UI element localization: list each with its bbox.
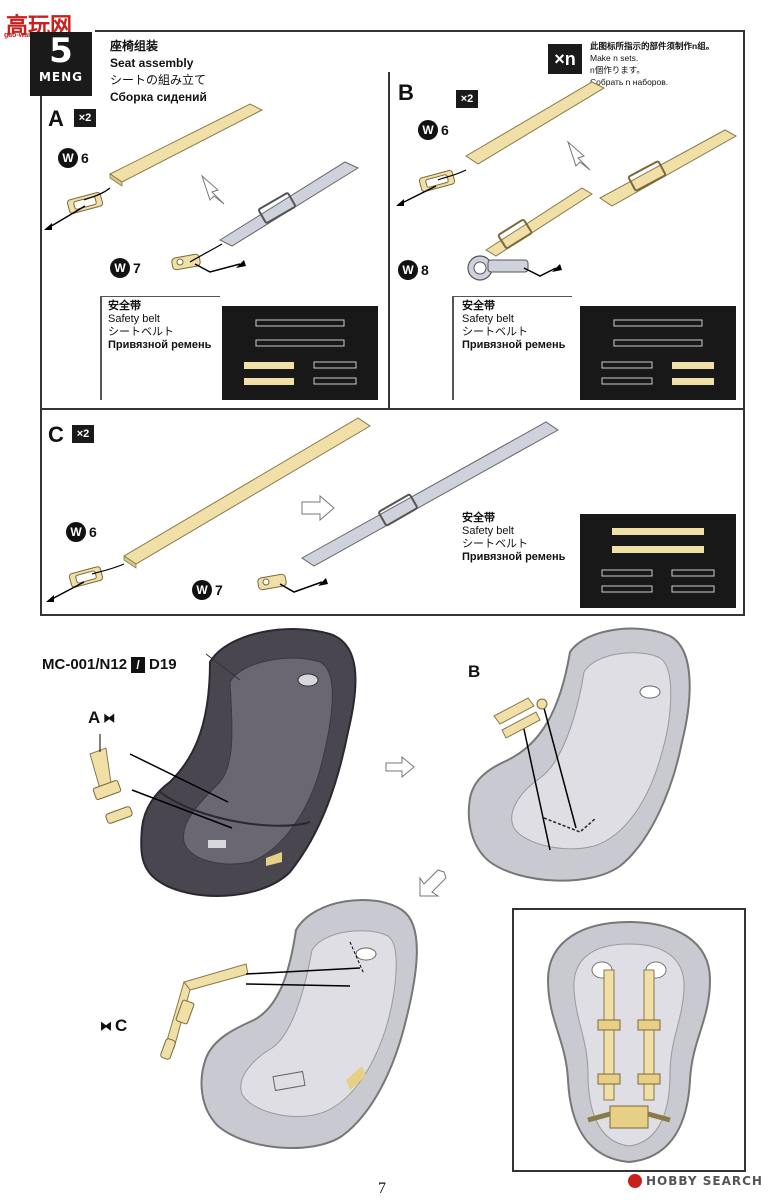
frame-top: [95, 30, 745, 32]
label-c-callout: ⧓ C: [100, 1016, 127, 1036]
frame-right: [743, 30, 745, 616]
brand-logo: MENG: [38, 70, 84, 84]
w-part-icon: W: [58, 148, 78, 168]
w6-number: 6: [81, 150, 89, 166]
buckle-w7: [171, 253, 201, 271]
section-a-diagram: [44, 103, 360, 273]
hobby-search-icon: [628, 1174, 642, 1188]
belt-strap-tan: [465, 81, 606, 165]
section-c-diagram: [46, 417, 559, 602]
section-a-letter: A: [48, 106, 64, 131]
buckle-w6: [68, 566, 104, 588]
note-zh: 此图标所指示的部件须制作n组。: [590, 41, 715, 51]
watermark-url: gao-wan.com: [4, 32, 49, 39]
symmetry-icon: ⧓: [103, 711, 116, 725]
note-ja: n個作ります。: [590, 65, 645, 75]
section-b-letter: B: [398, 80, 414, 105]
arrow-icon: [200, 174, 225, 205]
photo-etch-sheet-b: [580, 306, 736, 400]
w-part-icon: W: [110, 258, 130, 278]
legend-b: 安全带 Safety belt シートベルト Привязной ремень: [462, 300, 566, 351]
belt-assembly-a: [89, 734, 133, 824]
label-a-callout: A ⧓: [88, 708, 115, 728]
arrow-icon: [301, 494, 335, 522]
w6-number: 6: [89, 524, 97, 540]
step-title: 座椅组装 Seat assembly シートの組み立て Сборка сиден…: [110, 38, 207, 106]
result-view-frame: [512, 908, 746, 1172]
belt-assembly-b: [493, 697, 548, 739]
multiply-n-badge: ×n: [548, 44, 582, 74]
w7-number: 7: [215, 582, 223, 598]
w-part-icon: W: [418, 120, 438, 140]
paint-callout: MC-001/N12 / D19: [42, 656, 177, 673]
title-en: Seat assembly: [110, 56, 194, 70]
legend-a: 安全带 Safety belt シートベルト Привязной ремень: [108, 300, 212, 351]
section-c-letter: C: [48, 422, 64, 447]
buckle-w7: [257, 573, 287, 591]
photo-etch-sheet-c: [580, 514, 736, 608]
title-ja: シートの組み立て: [110, 73, 207, 87]
belt-assembly-c: [160, 963, 361, 1060]
buckle-w6: [418, 170, 456, 192]
w7-number: 7: [133, 260, 141, 276]
arrow-icon: [385, 756, 415, 778]
title-ru: Сборка сидений: [110, 90, 207, 104]
w-part-icon: W: [192, 580, 212, 600]
paint-brush-icon: /: [131, 656, 146, 673]
w6-number: 6: [441, 122, 449, 138]
w-part-icon: W: [66, 522, 86, 542]
belt-strap-grey: [301, 421, 559, 567]
section-b-multiplier: ×2: [456, 90, 478, 108]
label-a: A: [88, 708, 101, 727]
note-en: Make n sets.: [590, 53, 639, 63]
label-c: C: [115, 1016, 128, 1035]
arrow-icon: [419, 869, 447, 897]
belt-strap-grey: [218, 161, 360, 247]
step-number: 5: [49, 31, 73, 71]
multiply-n-note: 此图标所指示的部件须制作n组。 Make n sets. n個作ります。 Соб…: [590, 40, 714, 88]
symmetry-icon: ⧓: [100, 1019, 112, 1033]
w8-number: 8: [421, 262, 429, 278]
seat-light-c: [200, 899, 418, 1150]
arrow-icon: [566, 140, 591, 171]
frame-divider-ab: [388, 72, 390, 408]
note-ru: Собрать n наборов.: [590, 77, 669, 87]
seat-dark: [129, 628, 357, 897]
section-a-multiplier: ×2: [74, 109, 96, 127]
seat-light-b: [467, 627, 691, 882]
w-part-icon: W: [398, 260, 418, 280]
hobby-search-logo: HOBBY SEARCH: [628, 1174, 763, 1188]
buckle-w6: [66, 192, 104, 214]
step-badge: 5 MENG: [30, 32, 92, 96]
buckle-w8: [467, 255, 529, 281]
section-b-diagram: [396, 81, 738, 281]
legend-c: 安全带 Safety belt シートベルト Привязной ремень: [462, 512, 566, 563]
title-zh: 座椅组装: [110, 39, 159, 53]
part-ref-mc001: MC-001/N12: [42, 656, 128, 673]
seat-finished: [546, 920, 712, 1164]
frame-left: [40, 96, 42, 616]
label-b: B: [468, 662, 481, 681]
photo-etch-sheet-a: [222, 306, 378, 400]
section-c-multiplier: ×2: [72, 425, 94, 443]
frame-divider-c: [40, 408, 745, 410]
frame-bottom: [40, 614, 745, 616]
page-number: 7: [378, 1180, 386, 1197]
part-ref-d19: D19: [149, 656, 177, 673]
belt-strap-tan: [109, 103, 264, 183]
